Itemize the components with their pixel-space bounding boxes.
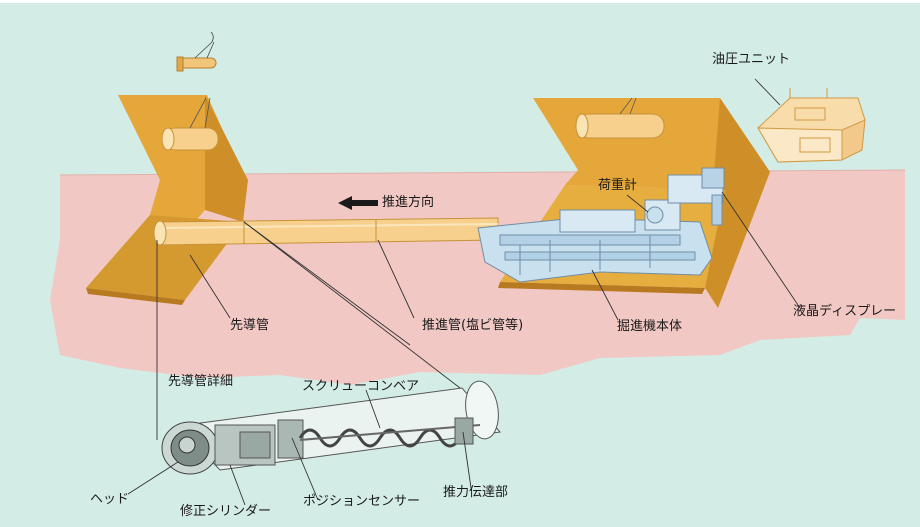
thrust-transmission-label: 推力伝達部: [443, 485, 509, 500]
leader-lines: [127, 78, 801, 506]
correction-cylinder-label: 修正シリンダー: [180, 504, 272, 519]
machine-body-label: 掘進機本体: [617, 319, 683, 334]
direction-arrow-icon: [338, 196, 378, 210]
right-pit-side-wall: [705, 98, 770, 308]
pilot-detail-label: 先導管詳細: [168, 374, 234, 389]
left-pit-side-wall: [205, 95, 248, 222]
pilot-pipe-label: 先導管: [230, 318, 270, 333]
pipe-string: [153, 217, 499, 246]
top-border: [0, 0, 920, 3]
hydraulic-unit: [757, 88, 866, 163]
direction-label: 推進方向: [382, 195, 435, 210]
screw-conveyor-label: スクリューコンベア: [302, 379, 420, 394]
lcd-display-label: 液晶ディスプレー: [793, 304, 897, 319]
pilot-pipe-detail: [161, 380, 501, 475]
small-pilot-pipe-icon: [176, 31, 217, 72]
boring-machine: [477, 167, 725, 283]
left-pit-floor-edge: [86, 288, 185, 305]
head-label: ヘッド: [90, 492, 130, 507]
position-sensor-label: ポジションセンサー: [303, 494, 421, 509]
right-hanging-pipe: [575, 97, 665, 139]
hydraulic-unit-label: 油圧ユニット: [712, 52, 791, 67]
left-hanging-pipe: [161, 97, 219, 151]
load-meter-label: 荷重計: [598, 178, 638, 193]
push-pipe-label: 推進管(塩ビ管等): [422, 318, 524, 333]
